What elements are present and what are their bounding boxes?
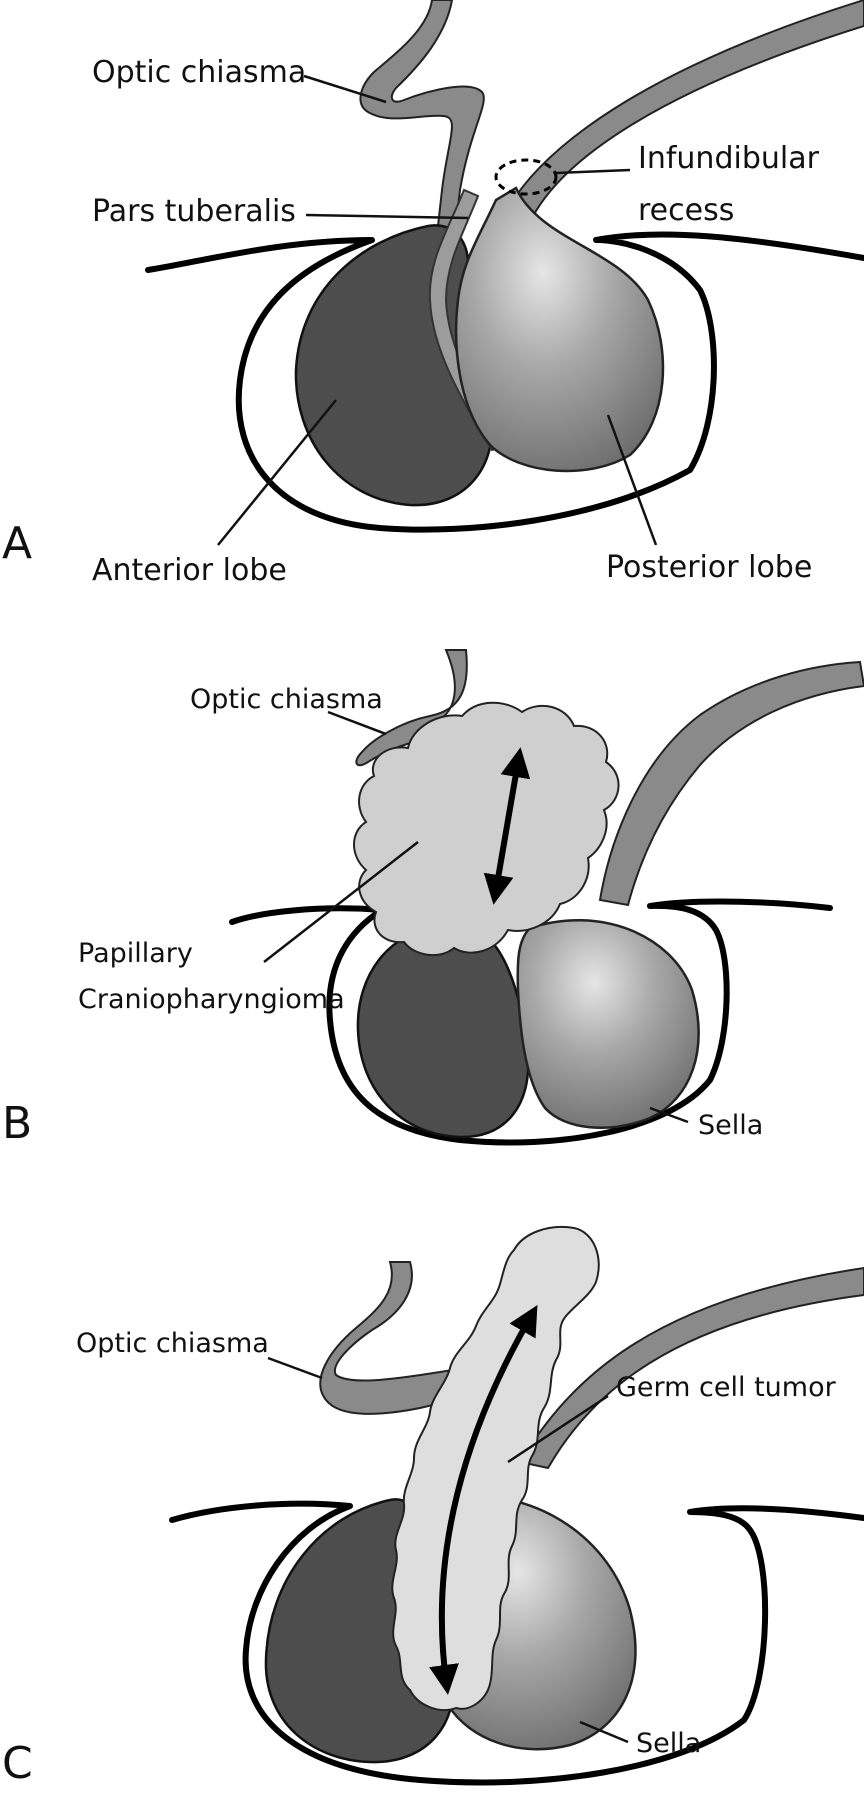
hypothalamic-band-b bbox=[598, 660, 864, 907]
anterior-lobe-b bbox=[356, 926, 530, 1139]
label-papillary-b: Papillary bbox=[78, 938, 193, 969]
sella-outline-b bbox=[229, 898, 833, 1146]
label-germ-cell-tumor-c: Germ cell tumor bbox=[616, 1372, 837, 1403]
leader-optic-chiasma-a bbox=[303, 74, 387, 104]
label-infundibular-a: Infundibular bbox=[638, 141, 820, 176]
posterior-lobe-a bbox=[454, 186, 665, 473]
panel-letter-a: A bbox=[2, 518, 32, 569]
posterior-lobe-b bbox=[516, 919, 700, 1129]
label-optic-chiasma-a: Optic chiasma bbox=[92, 55, 306, 90]
leader-anterior-lobe-a bbox=[217, 399, 337, 546]
leader-infundibular-recess-a bbox=[555, 168, 631, 175]
panel-b: Optic chiasma Papillary Craniopharyngiom… bbox=[2, 649, 864, 1149]
label-craniopharyngioma-b: Craniopharyngioma bbox=[78, 984, 345, 1015]
optic-chiasma-a bbox=[359, 0, 485, 246]
label-sella-b: Sella bbox=[698, 1110, 763, 1141]
growth-arrow-b bbox=[483, 747, 531, 905]
infundibular-recess-circle bbox=[494, 158, 558, 196]
label-optic-chiasma-b: Optic chiasma bbox=[190, 684, 383, 715]
label-anterior-lobe-a: Anterior lobe bbox=[92, 553, 287, 588]
panel-letter-b: B bbox=[2, 1098, 32, 1149]
label-pars-tuberalis-a: Pars tuberalis bbox=[92, 194, 296, 229]
leader-craniopharyngioma-b bbox=[263, 841, 419, 963]
label-optic-chiasma-c: Optic chiasma bbox=[76, 1328, 269, 1359]
panel-letter-c: C bbox=[2, 1738, 33, 1789]
panel-c: Optic chiasma Germ cell tumor Sella C bbox=[2, 1226, 864, 1789]
leader-posterior-lobe-a bbox=[606, 414, 658, 546]
panel-a: Optic chiasma Pars tuberalis Infundibula… bbox=[2, 0, 864, 588]
leader-optic-chiasma-b bbox=[327, 710, 387, 736]
leader-pars-tuberalis-a bbox=[305, 213, 469, 220]
growth-arrow-c bbox=[429, 1304, 538, 1695]
hypothalamic-band-a bbox=[504, 0, 864, 224]
leader-germ-cell-tumor-c bbox=[507, 1394, 609, 1464]
label-posterior-lobe-a: Posterior lobe bbox=[606, 550, 812, 585]
sella-outline-a bbox=[145, 231, 864, 533]
label-sella-c: Sella bbox=[636, 1728, 701, 1759]
sella-outline-c bbox=[169, 1500, 864, 1786]
label-recess-a: recess bbox=[638, 193, 734, 228]
leader-sella-c bbox=[579, 1720, 629, 1744]
leader-sella-b bbox=[649, 1106, 689, 1124]
leader-optic-chiasma-c bbox=[267, 1356, 323, 1380]
